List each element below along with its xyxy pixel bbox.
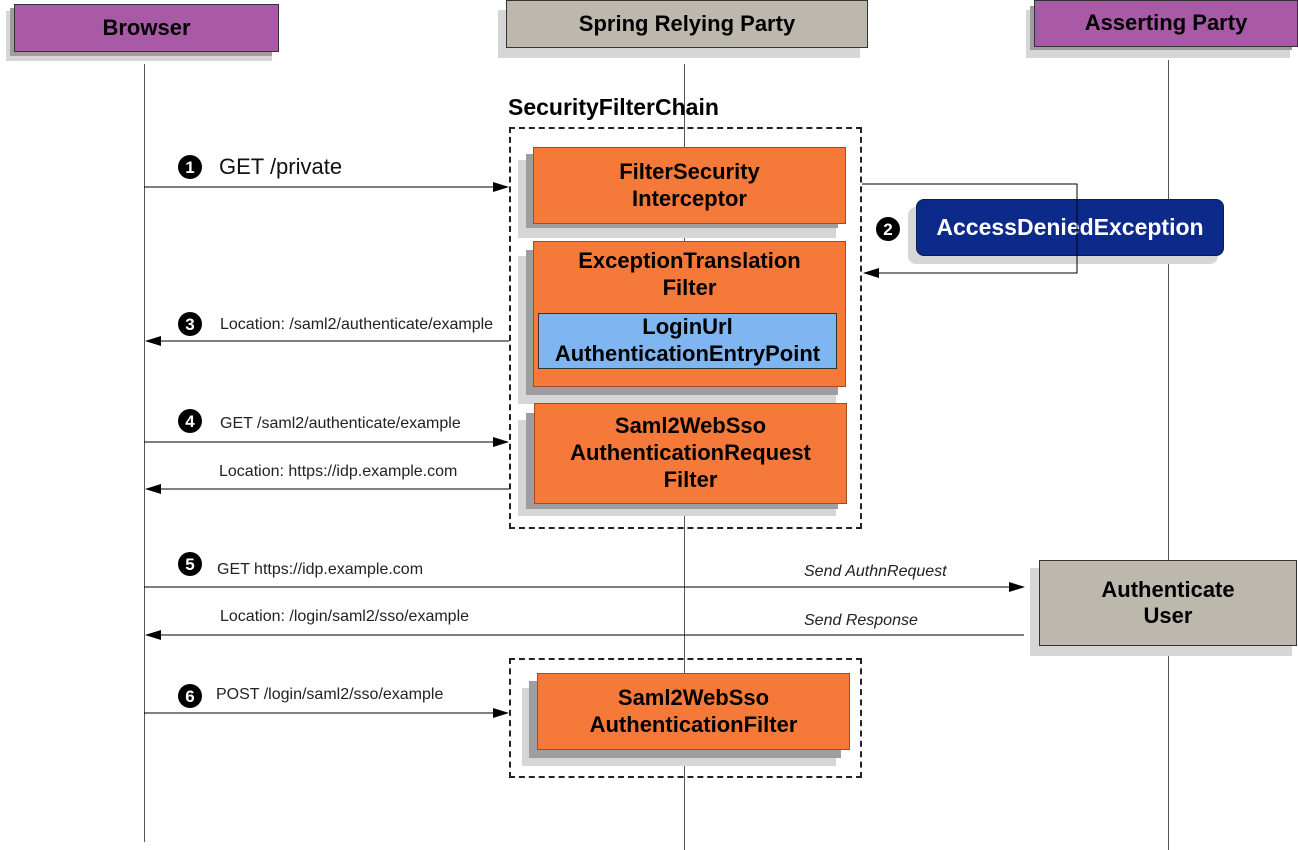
login-url-authentication-entry-point: LoginUrl AuthenticationEntryPoint bbox=[538, 313, 837, 369]
security-filter-chain-box bbox=[509, 127, 862, 529]
relying-party-actor: Spring Relying Party bbox=[506, 0, 868, 48]
exception-translation-filter-line2: Filter bbox=[662, 274, 717, 300]
label-location-authenticate: Location: /saml2/authenticate/example bbox=[220, 316, 494, 333]
relying-party-actor-label: Spring Relying Party bbox=[578, 10, 796, 36]
exception-translation-filter-line1: ExceptionTranslation bbox=[578, 248, 801, 273]
label-location-idp: Location: https://idp.example.com bbox=[219, 463, 458, 480]
asserting-party-actor-label: Asserting Party bbox=[1084, 10, 1248, 36]
security-filter-chain-title: SecurityFilterChain bbox=[508, 94, 719, 120]
asserting-party-actor: Asserting Party bbox=[1034, 0, 1298, 47]
saml2-request-filter-line2: AuthenticationRequest bbox=[570, 440, 811, 466]
step-3-marker: 3 bbox=[178, 312, 202, 336]
authenticate-user-line2: User bbox=[1143, 603, 1193, 628]
login-url-entry-point-line2: AuthenticationEntryPoint bbox=[554, 341, 821, 366]
step-6-marker: 6 bbox=[178, 684, 202, 708]
label-location-sso: Location: /login/saml2/sso/example bbox=[220, 608, 470, 625]
browser-actor: Browser bbox=[14, 4, 279, 52]
saml2-authentication-request-filter: Saml2WebSso AuthenticationRequest Filter bbox=[534, 403, 847, 504]
exception-translation-filter-title: ExceptionTranslation Filter bbox=[534, 248, 845, 302]
filter-security-interceptor: FilterSecurity Interceptor bbox=[533, 147, 846, 224]
step-2-marker: 2 bbox=[876, 217, 900, 241]
asserting-party-lifeline bbox=[1168, 60, 1169, 850]
login-url-entry-point-line1: LoginUrl bbox=[642, 314, 733, 340]
saml2-authentication-filter-line2: AuthenticationFilter bbox=[589, 711, 798, 737]
label-send-authn-request: Send AuthnRequest bbox=[804, 563, 947, 580]
step-4-marker: 4 bbox=[178, 409, 202, 433]
saml2-authentication-filter: Saml2WebSso AuthenticationFilter bbox=[537, 673, 850, 750]
authenticate-user-box: Authenticate User bbox=[1039, 560, 1297, 646]
label-get-idp: GET https://idp.example.com bbox=[217, 561, 424, 578]
saml2-request-filter-line1: Saml2WebSso bbox=[614, 413, 767, 439]
access-denied-exception-label: AccessDeniedException bbox=[936, 214, 1204, 240]
arrow-access-denied-loop bbox=[862, 183, 1078, 278]
access-denied-exception: AccessDeniedException bbox=[916, 199, 1224, 256]
saml2-authentication-filter-line1: Saml2WebSso bbox=[617, 684, 770, 710]
label-post-sso: POST /login/saml2/sso/example bbox=[216, 686, 444, 703]
step-5-marker: 5 bbox=[178, 552, 202, 576]
authenticate-user-line1: Authenticate bbox=[1101, 576, 1235, 602]
label-send-response: Send Response bbox=[804, 612, 918, 629]
saml2-request-filter-line3: Filter bbox=[663, 466, 718, 492]
step-1-marker: 1 bbox=[178, 155, 202, 179]
filter-security-interceptor-line1: FilterSecurity bbox=[619, 158, 760, 184]
browser-actor-label: Browser bbox=[102, 14, 191, 40]
second-filter-chain-box bbox=[509, 658, 862, 778]
browser-lifeline bbox=[144, 64, 145, 842]
filter-security-interceptor-line2: Interceptor bbox=[632, 185, 747, 211]
label-get-private: GET /private bbox=[219, 154, 343, 179]
label-get-authenticate: GET /saml2/authenticate/example bbox=[220, 415, 461, 432]
